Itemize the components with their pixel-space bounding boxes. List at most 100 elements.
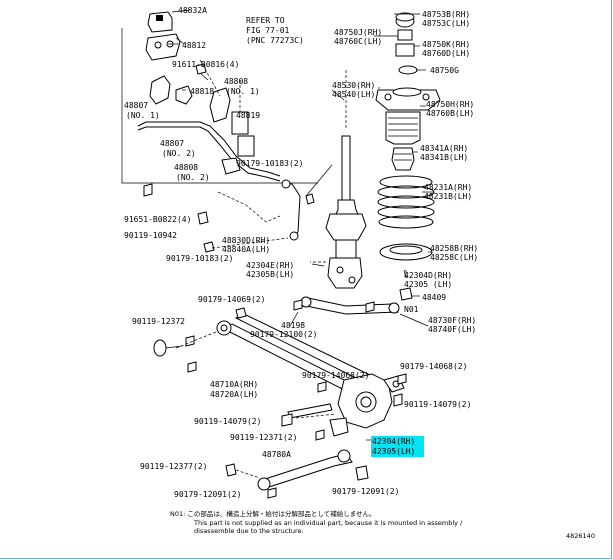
leader-lines	[168, 13, 434, 441]
bracket-48808-no2	[221, 157, 241, 175]
bushing-48832a	[147, 11, 173, 33]
label-48832a[interactable]: 48832A	[178, 6, 207, 15]
label-48750g[interactable]: 48750G	[430, 66, 459, 75]
label-42304e[interactable]: 42304E(RH)	[246, 261, 294, 270]
label-90119-14079a[interactable]: 90119-14079(2)	[194, 417, 261, 426]
bolt-91651	[143, 183, 153, 197]
label-90179-14069[interactable]: 90179-14069(2)	[198, 295, 265, 304]
label-48808-no1: (NO. 1)	[226, 87, 260, 96]
bushing-hole	[156, 15, 163, 21]
label-48750j[interactable]: 48750J(RH)	[334, 28, 382, 37]
label-48409[interactable]: 48409	[422, 293, 446, 302]
nut-48750k	[395, 43, 415, 57]
label-48740f[interactable]: 48740F(LH)	[428, 325, 476, 334]
label-90179-14068b[interactable]: 90179-14068(2)	[302, 371, 369, 380]
label-refer-to-2[interactable]: FIG 77-01	[246, 26, 290, 35]
label-refer-to-3[interactable]: (PNC 77273C)	[246, 36, 304, 45]
bushing-48808-no1	[209, 87, 231, 123]
label-48198[interactable]: 48198	[281, 321, 305, 330]
footnote-line-3: disassemble due to the structure.	[194, 527, 304, 535]
nut-90179-14069	[293, 299, 303, 311]
label-90119-12372[interactable]: 90119-12372	[132, 317, 185, 326]
label-42304-rh[interactable]: 42304(RH)	[372, 437, 415, 446]
label-48341a[interactable]: 48341A(RH)	[420, 144, 468, 153]
footnote-line-2: This part is not supplied as an individu…	[193, 519, 463, 527]
highlight-box	[371, 436, 424, 457]
footnote: N01: この部品は、構造上分解・給付は分解部品として補給しません。 This …	[170, 509, 595, 540]
label-48830[interactable]: 48830D(RH)	[222, 236, 270, 245]
label-42304d[interactable]: 42304D(RH)	[404, 271, 452, 280]
label-48808b[interactable]: 48808	[174, 163, 198, 172]
label-n01: N01	[404, 305, 419, 314]
label-48231a[interactable]: 48231A(RH)	[424, 183, 472, 192]
label-48341b[interactable]: 48341B(LH)	[420, 153, 468, 162]
label-48753b[interactable]: 48753B(RH)	[422, 10, 470, 19]
label-91651[interactable]: 91651-B0822(4)	[124, 215, 191, 224]
spring-assembly	[375, 12, 441, 301]
suspension-arms	[216, 296, 400, 491]
bolt-90119-12371	[315, 429, 325, 441]
label-48540[interactable]: 48540(LH)	[332, 90, 375, 99]
coil-spring-48231	[377, 175, 435, 229]
label-90119-10942[interactable]: 90119-10942	[124, 231, 177, 240]
label-48818[interactable]: 48818	[190, 87, 214, 96]
label-42305[interactable]: 42305 (LH)	[404, 280, 452, 289]
bumper-48341	[391, 147, 415, 171]
label-48258c[interactable]: 48258C(LH)	[430, 253, 478, 262]
label-48710a[interactable]: 48710A(RH)	[210, 380, 258, 389]
label-90179-12091a[interactable]: 90179-12091(2)	[174, 490, 241, 499]
part-labels: 48832A REFER TO FIG 77-01 (PNC 77273C) 4…	[124, 6, 478, 499]
label-48753c[interactable]: 48753C(LH)	[422, 19, 470, 28]
label-48231b[interactable]: 48231B(LH)	[424, 192, 472, 201]
label-90179-10183b[interactable]: 90179-10183(2)	[166, 254, 233, 263]
strut-assembly	[310, 70, 367, 289]
bolt-48409	[399, 287, 413, 301]
bracket-48807-no1	[149, 75, 171, 105]
nut-90179-12091a	[267, 487, 277, 499]
label-90119-14079b[interactable]: 90119-14079(2)	[404, 400, 471, 409]
label-48780a[interactable]: 48780A	[262, 450, 291, 459]
label-90119-12377[interactable]: 90119-12377(2)	[140, 462, 207, 471]
bolt-90119-14079	[281, 413, 293, 427]
label-90179-14068a[interactable]: 90179-14068(2)	[400, 362, 467, 371]
nut-90179-14068	[317, 381, 327, 393]
label-48730f[interactable]: 48730F(RH)	[428, 316, 476, 325]
label-48807b[interactable]: 48807	[160, 139, 184, 148]
label-48807a[interactable]: 48807	[124, 101, 148, 110]
nut-48750j	[397, 29, 413, 41]
label-48812[interactable]: 48812	[182, 41, 206, 50]
stabilizer-link-group	[203, 179, 315, 253]
label-91611[interactable]: 91611-B0816(4)	[172, 60, 239, 69]
label-48258b[interactable]: 48258B(RH)	[430, 244, 478, 253]
label-90179-12091b[interactable]: 90179-12091(2)	[332, 487, 399, 496]
label-90119-12371[interactable]: 90119-12371(2)	[230, 433, 297, 442]
label-48760b[interactable]: 48760B(LH)	[426, 109, 474, 118]
label-48808[interactable]: 48808	[224, 77, 248, 86]
bolt-90119-10942	[197, 211, 209, 225]
clamp-48807-no2	[237, 135, 255, 157]
footnote-line-1: N01: この部品は、構造上分解・給付は分解部品として補給しません。	[170, 509, 376, 518]
label-48760c[interactable]: 48760C(LH)	[334, 37, 382, 46]
fasteners	[153, 299, 407, 499]
group-box-outline	[121, 28, 318, 184]
stabilizer-bar	[137, 121, 281, 177]
label-48760d[interactable]: 48760D(LH)	[422, 49, 470, 58]
label-42305-lh[interactable]: 42305(LH)	[372, 447, 415, 456]
label-90179-12100[interactable]: 90179-12100(2)	[250, 330, 317, 339]
label-48819[interactable]: 48819	[236, 111, 260, 120]
label-48807a-no1: (NO. 1)	[126, 111, 160, 120]
label-48750h[interactable]: 48750H(RH)	[426, 100, 474, 109]
label-90179-10183a[interactable]: 90179-10183(2)	[236, 159, 303, 168]
label-42305b[interactable]: 42305B(LH)	[246, 270, 294, 279]
carrier-hub-42304	[329, 373, 405, 437]
label-48530[interactable]: 48530(RH)	[332, 81, 375, 90]
bracket-48812	[145, 33, 181, 61]
label-48840[interactable]: 48840A(LH)	[222, 245, 270, 254]
stabilizer-bar-group	[121, 9, 318, 225]
spring-seat-lower	[325, 213, 367, 241]
label-48808b-no2: (NO. 2)	[176, 173, 210, 182]
label-48720a[interactable]: 48720A(LH)	[210, 390, 258, 399]
label-48750k[interactable]: 48750K(RH)	[422, 40, 470, 49]
